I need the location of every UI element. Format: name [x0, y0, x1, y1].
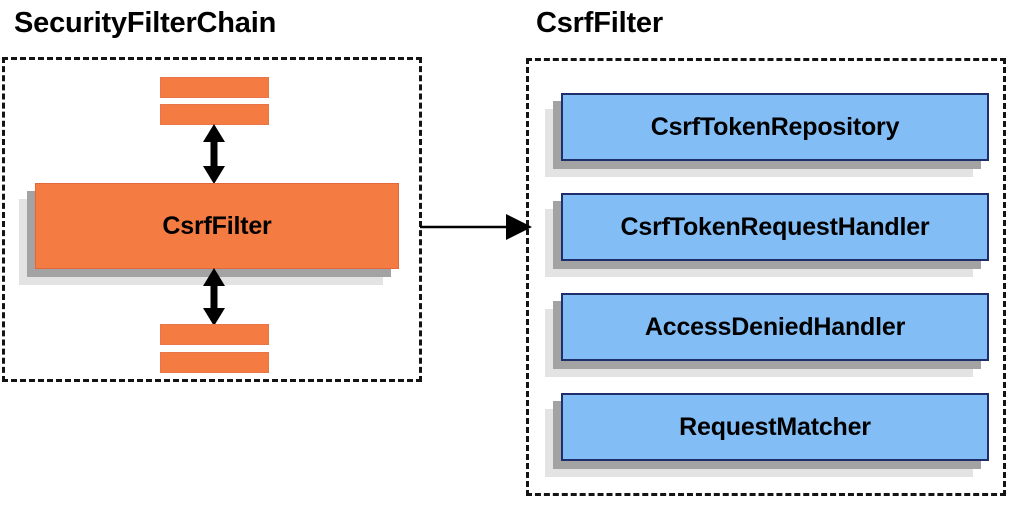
left-panel-title: SecurityFilterChain — [14, 7, 277, 39]
bidirectional-arrow-bottom — [200, 268, 228, 326]
csrf-filter-block[interactable]: CsrfFilter — [19, 183, 399, 285]
csrf-filter-detail-panel — [526, 58, 1006, 496]
security-filter-chain-panel — [2, 57, 422, 382]
csrf-filter-label: CsrfFilter — [35, 183, 399, 269]
connector-arrow — [420, 214, 532, 240]
collaborator-block-csrf-token-repository[interactable]: CsrfTokenRepository — [545, 93, 989, 177]
collaborator-label: CsrfTokenRequestHandler — [561, 193, 989, 261]
collaborator-block-csrf-token-request-handler[interactable]: CsrfTokenRequestHandler — [545, 193, 989, 277]
right-panel-title: CsrfFilter — [536, 7, 663, 39]
filter-bar-above-2 — [160, 104, 269, 125]
collaborator-block-request-matcher[interactable]: RequestMatcher — [545, 393, 989, 477]
bidirectional-arrow-top — [200, 124, 228, 184]
filter-bar-below-1 — [160, 324, 269, 345]
collaborator-block-access-denied-handler[interactable]: AccessDeniedHandler — [545, 293, 989, 377]
collaborator-label: RequestMatcher — [561, 393, 989, 461]
collaborator-label: AccessDeniedHandler — [561, 293, 989, 361]
filter-bar-below-2 — [160, 352, 269, 373]
filter-bar-above-1 — [160, 77, 269, 98]
collaborator-label: CsrfTokenRepository — [561, 93, 989, 161]
